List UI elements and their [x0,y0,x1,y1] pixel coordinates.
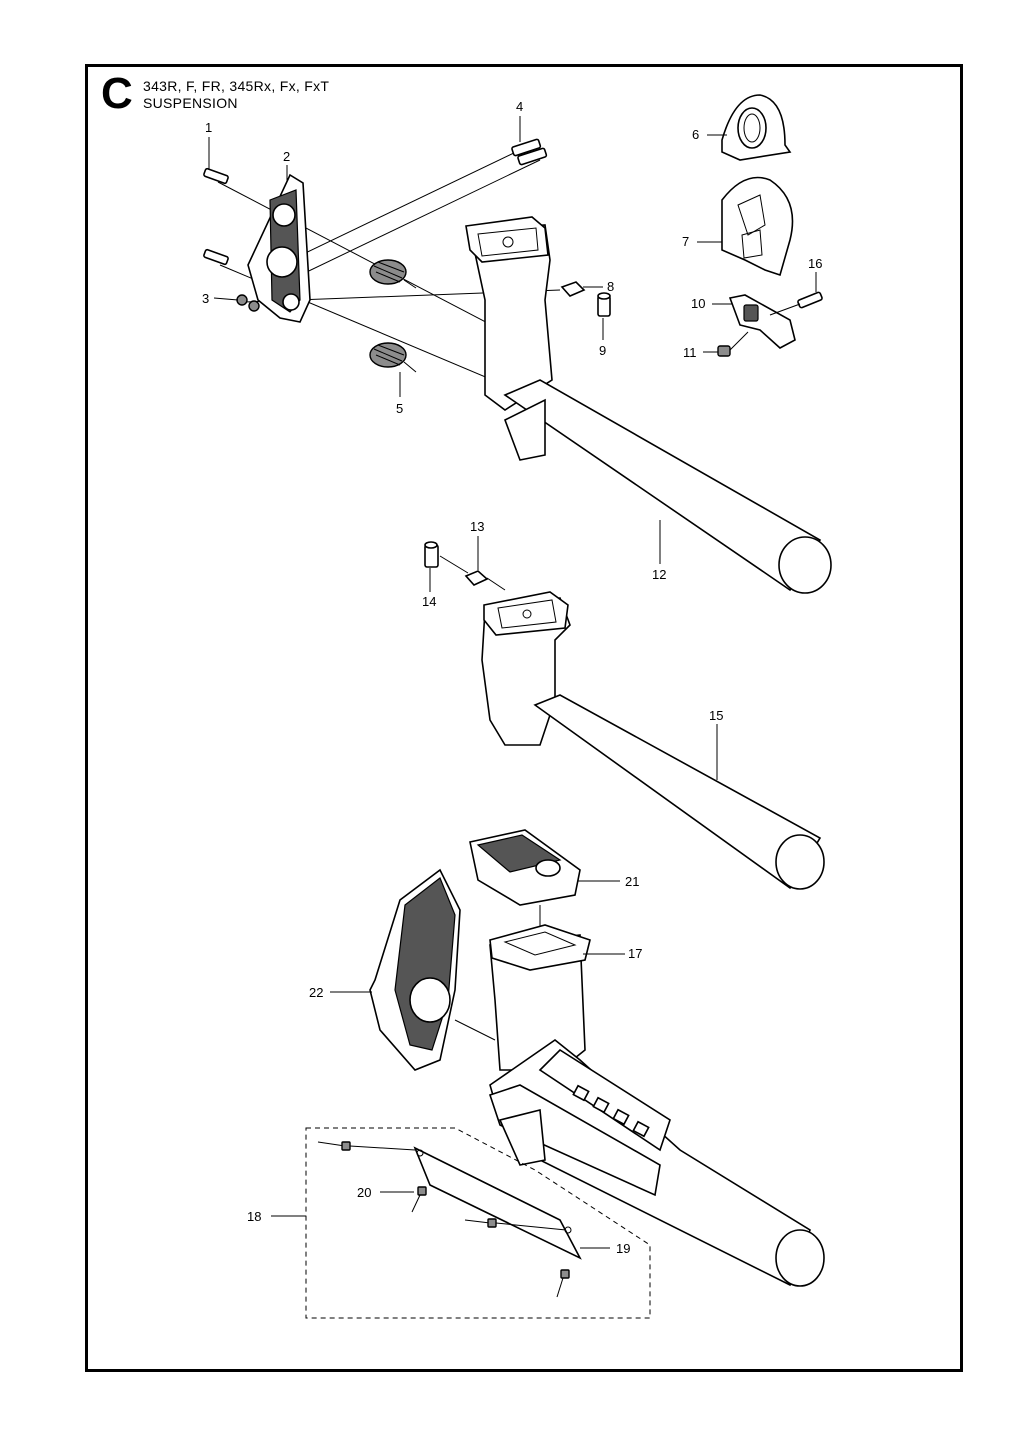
assembly-line-15 [486,577,506,591]
callout-5: 5 [396,401,403,416]
assembly-line-22 [454,1019,496,1041]
part-5-springs [369,259,417,373]
page-frame [85,64,963,1372]
callout-16: 16 [808,256,822,271]
part-11-nut [717,331,749,357]
callout-20: 20 [357,1185,371,1200]
callout-22: 22 [309,985,323,1000]
callout-10: 10 [691,296,705,311]
part-15-handle [481,591,825,890]
part-8-square-nut [560,281,586,297]
part-20-rivets [317,1141,570,1298]
callout-labels: 1 2 3 4 5 6 7 8 9 10 11 12 13 14 15 16 1… [202,99,822,1256]
part-1-screws [203,167,229,266]
part-3-nuts [236,294,260,312]
part-12-handle [465,216,832,594]
callout-8: 8 [607,279,614,294]
callout-1: 1 [205,120,212,135]
part-6-hanger [721,94,792,161]
callout-21: 21 [625,874,639,889]
callout-14: 14 [422,594,436,609]
callout-3: 3 [202,291,209,306]
callout-18: 18 [247,1209,261,1224]
part-13-square-nut [464,570,489,586]
callout-19: 19 [616,1241,630,1256]
callout-11: 11 [683,345,697,360]
assembly-line-13 [439,555,469,574]
section-letter: C [101,69,133,118]
callout-9: 9 [599,343,606,358]
part-21-insert [469,829,581,906]
part-7-clip [721,176,794,277]
section-title: SUSPENSION [143,95,238,111]
callout-12: 12 [652,567,666,582]
callout-6: 6 [692,127,699,142]
part-14-sleeve [424,541,439,568]
callout-15: 15 [709,708,723,723]
part-2-bracket [247,173,311,323]
part-22-bracket [369,868,461,1071]
callout-13: 13 [470,519,484,534]
part-9-sleeve [597,292,611,317]
part-16-screw [769,291,823,316]
callout-7: 7 [682,234,689,249]
part-17-handle [488,924,825,1287]
leader-lines [208,116,817,1249]
part-10-clamp [728,294,796,349]
part-4-bolts [511,138,548,166]
callout-4: 4 [516,99,523,114]
callout-17: 17 [628,946,642,961]
part-18-kit-box [305,1127,651,1319]
model-list: 343R, F, FR, 345Rx, Fx, FxT [143,78,330,94]
callout-2: 2 [283,149,290,164]
